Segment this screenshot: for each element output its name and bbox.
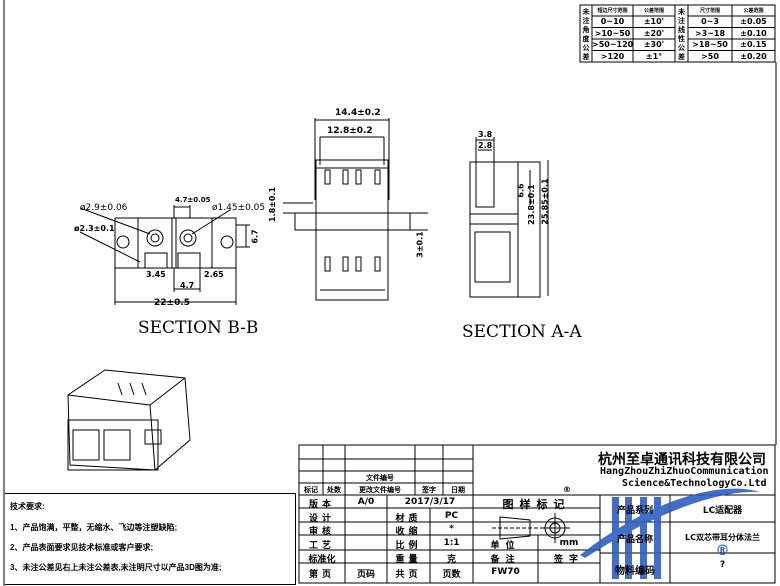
rev-count: 处数 bbox=[327, 486, 341, 494]
material-code-label: 物料编码 bbox=[615, 566, 655, 577]
dim-dia-1-45: ø1.45±0.05 bbox=[212, 203, 266, 213]
company-name-cn: 杭州至卓通讯科技有限公司 bbox=[598, 452, 766, 468]
dim-dia-2-3: ø2.3±0.1 bbox=[74, 224, 115, 233]
dim-25-85: 25.85±0.1 bbox=[540, 178, 550, 225]
company-logo bbox=[580, 488, 760, 579]
rev-change-no: 更改文件编号 bbox=[359, 486, 401, 494]
technical-requirements: 技术要求: 1、产品饱满，平整，无缩水、飞边等注塑缺陷; 2、产品表面要求见技术… bbox=[5, 493, 296, 585]
remark-value: FW70 bbox=[491, 567, 520, 577]
tolerance-table-grid bbox=[579, 4, 776, 63]
standard-label: 标准化 bbox=[308, 555, 336, 565]
review-label: 审核 bbox=[308, 527, 335, 537]
angle-tolerance-label: 未注角度公差 bbox=[582, 8, 590, 61]
logo-registered-mark: ® bbox=[715, 543, 730, 559]
linear-header-range: 尺寸范围 bbox=[699, 8, 720, 14]
angle-row-tol: ±30' bbox=[643, 40, 665, 49]
scale-value: 1:1 bbox=[443, 538, 460, 548]
linear-row-range: >3~18 bbox=[694, 28, 726, 38]
company-name-en-1: HangZhouZhiZhuoCommunication bbox=[600, 466, 769, 477]
rev-mark: 标记 bbox=[304, 486, 318, 494]
series-label: 产品系列 bbox=[616, 506, 653, 516]
dim-6-6: 6.6 bbox=[516, 183, 526, 198]
angle-row-tol: ±20' bbox=[643, 28, 665, 38]
version-label: 版本 bbox=[308, 500, 335, 510]
angle-row-tol: ±10' bbox=[643, 17, 665, 26]
material-label: 材质 bbox=[395, 514, 422, 524]
total-code: 页数 bbox=[442, 570, 461, 580]
version-value: A/0 bbox=[357, 497, 375, 507]
dim-2-8: 2.8 bbox=[478, 141, 493, 150]
linear-row-range: >50 bbox=[701, 51, 719, 61]
remark-label: 备注 bbox=[490, 555, 521, 565]
company-name-en-2: Science&TechnologyCo.Ltd bbox=[622, 478, 767, 489]
linear-row-range: >18~50 bbox=[692, 40, 728, 49]
shrink-value: * bbox=[449, 524, 454, 534]
dim-4-7: 4.7 bbox=[180, 281, 195, 290]
note-item: 1、产品饱满，平整，无缩水、飞边等注塑缺陷; bbox=[10, 523, 178, 532]
dim-3: 3±0.1 bbox=[415, 231, 425, 258]
process-label: 工艺 bbox=[308, 541, 335, 551]
dim-6-7: 6.7 bbox=[250, 229, 260, 244]
dim-23-8: 23.8±0.1 bbox=[526, 184, 536, 225]
note-item: 3、未注公差见右上未注公差表,未注明尺寸以产品3D图为准; bbox=[10, 563, 222, 572]
angle-row-range: >10~50 bbox=[594, 28, 631, 38]
angle-header-tol: 公差范围 bbox=[643, 8, 664, 14]
front-view-drawing bbox=[283, 118, 428, 301]
rev-file-no: 文件编号 bbox=[366, 474, 394, 482]
unit-value: mm bbox=[559, 538, 579, 548]
unit-label: 单位 bbox=[490, 541, 521, 551]
angle-row-range: >120 bbox=[600, 51, 625, 61]
weight-value: 克 bbox=[446, 555, 456, 565]
angle-header-range: 短边尺寸范围 bbox=[597, 8, 628, 14]
angle-row-range: 0~10 bbox=[600, 17, 625, 26]
angle-row-tol: ±1° bbox=[645, 51, 663, 61]
drawing-mark-label: 图样标记 bbox=[502, 498, 571, 511]
product-name-value: LC双芯带耳分体法兰 bbox=[685, 533, 760, 542]
dim-3-45: 3.45 bbox=[146, 270, 166, 279]
series-value: LC适配器 bbox=[702, 506, 743, 516]
linear-tolerance-label: 未注线性公差 bbox=[678, 8, 685, 61]
section-bb-title: SECTION B-B bbox=[138, 318, 259, 338]
isometric-view-drawing bbox=[67, 369, 191, 471]
linear-row-tol: ±0.10 bbox=[740, 28, 767, 38]
dim-3-8: 3.8 bbox=[478, 130, 493, 139]
dim-2-65: 2.65 bbox=[204, 270, 224, 279]
linear-row-tol: ±0.15 bbox=[740, 40, 767, 49]
material-code-value: ? bbox=[719, 560, 726, 570]
note-item: 2、产品表面要求见技术标准或客户要求; bbox=[10, 543, 154, 552]
total-label: 共页 bbox=[395, 570, 422, 580]
linear-header-tol: 公差范围 bbox=[743, 8, 764, 14]
linear-row-tol: ±0.05 bbox=[740, 17, 767, 26]
date-value: 2017/3/17 bbox=[404, 497, 456, 507]
design-label: 设计 bbox=[308, 514, 335, 524]
dim-1-8: 1.8±0.1 bbox=[268, 186, 278, 223]
material-value: PC bbox=[444, 511, 459, 521]
angle-row-range: >50~120 bbox=[592, 40, 634, 49]
dim-14-4: 14.4±0.2 bbox=[335, 108, 381, 118]
rev-date: 日期 bbox=[451, 486, 465, 494]
dim-12-8: 12.8±0.2 bbox=[327, 126, 373, 136]
linear-row-tol: ±0.20 bbox=[740, 51, 767, 61]
dim-4-7-top: 4.7±0.05 bbox=[175, 196, 211, 204]
rev-sign: 签字 bbox=[422, 486, 436, 494]
scale-label: 比例 bbox=[395, 541, 422, 551]
dim-22: 22±0.5 bbox=[154, 298, 191, 308]
weight-label: 重量 bbox=[395, 555, 422, 565]
section-aa-title: SECTION A-A bbox=[462, 322, 582, 342]
notes-title: 技术要求: bbox=[10, 502, 45, 511]
product-name-label: 产品名称 bbox=[616, 535, 653, 545]
section-bb-drawing bbox=[79, 205, 250, 305]
linear-row-range: 0~3 bbox=[701, 17, 719, 26]
page-code: 页码 bbox=[356, 570, 375, 580]
registered-mark: ® bbox=[563, 485, 571, 494]
dim-dia-2-9: ø2.9±0.06 bbox=[80, 203, 128, 213]
section-aa-drawing bbox=[469, 137, 549, 298]
shrink-label: 收缩 bbox=[395, 527, 422, 537]
page-label: 第页 bbox=[308, 570, 335, 580]
sign-label: 签字 bbox=[553, 555, 584, 565]
